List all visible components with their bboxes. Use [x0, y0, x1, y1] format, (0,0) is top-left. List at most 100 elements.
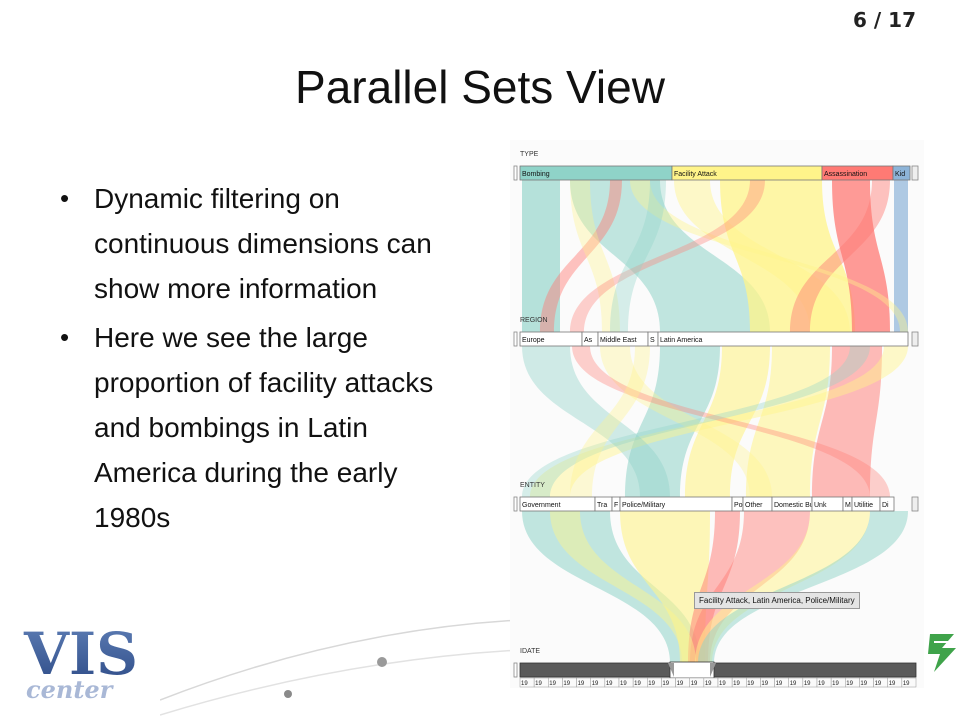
ribbon[interactable] [572, 346, 890, 497]
ribbon[interactable] [600, 346, 772, 497]
date-tick-label: 19 [846, 681, 853, 687]
date-tick-label: 19 [860, 681, 867, 687]
axis-end-handle[interactable] [911, 496, 919, 512]
date-tick-label: 19 [677, 681, 684, 687]
date-tick-box[interactable] [901, 677, 917, 688]
ribbon[interactable] [620, 511, 710, 663]
date-tick-label: 19 [549, 681, 556, 687]
category-label: Tra [597, 502, 607, 509]
ribbon[interactable] [698, 511, 908, 663]
bullet-list: • Dynamic filtering on continuous dimensi… [58, 176, 458, 544]
category-label: Utilitie [854, 502, 873, 509]
date-tick-label: 19 [648, 681, 655, 687]
axis-handle[interactable] [513, 662, 518, 678]
category-label: M [845, 502, 851, 509]
category-label: Domestic Bu [774, 502, 814, 509]
sphere-icon [377, 657, 387, 667]
date-tick-label: 19 [578, 681, 585, 687]
ribbon[interactable] [812, 346, 882, 497]
axis-handle[interactable] [513, 331, 518, 347]
date-tick-label: 19 [521, 681, 528, 687]
dimension-label-type: TYPE [520, 151, 539, 158]
category-label: Latin America [660, 337, 703, 344]
ribbon[interactable] [522, 511, 700, 663]
date-tick-label: 19 [818, 681, 825, 687]
axis-handle[interactable] [513, 165, 518, 181]
category-label: Kid [895, 171, 905, 178]
ribbon[interactable] [550, 511, 696, 663]
category-label: Government [522, 502, 561, 509]
bullet-item: • Here we see the large proportion of fac… [58, 315, 458, 540]
category-label: Europe [522, 337, 545, 344]
bullet-text: Dynamic filtering on continuous dimensio… [94, 183, 432, 304]
date-tick-label: 19 [662, 681, 669, 687]
category-label: S [650, 337, 655, 344]
ribbon[interactable] [570, 180, 765, 332]
date-tick-label: 19 [875, 681, 882, 687]
category-label: Other [745, 502, 763, 509]
bullet-dot: • [60, 322, 70, 352]
ribbon[interactable] [790, 180, 890, 332]
ribbon[interactable] [720, 180, 855, 332]
ribbon[interactable] [540, 180, 622, 332]
date-tick-label: 19 [761, 681, 768, 687]
ribbon[interactable] [530, 346, 908, 497]
ribbon[interactable] [685, 346, 770, 497]
logo-text: VIS [23, 620, 138, 688]
ribbon[interactable] [570, 346, 650, 497]
date-tick-label: 19 [606, 681, 613, 687]
ribbon[interactable] [746, 346, 830, 497]
bullet-dot: • [60, 183, 70, 213]
ribbons-layer[interactable] [522, 180, 908, 663]
date-tick-label: 19 [889, 681, 896, 687]
corner-logo-icon [928, 634, 956, 672]
dimension-label-entity: ENTITY [520, 482, 545, 489]
logo-subtext: center [26, 675, 115, 704]
sphere-icon [284, 690, 292, 698]
slide-title: Parallel Sets View [295, 61, 665, 113]
date-tick-label: 19 [634, 681, 641, 687]
category-label: Di [882, 502, 889, 509]
category-label: Middle East [600, 337, 637, 344]
ribbon[interactable] [570, 180, 770, 332]
category-label: Unk [814, 502, 827, 509]
date-tick-label: 19 [903, 681, 910, 687]
category-label: Po [734, 502, 743, 509]
ribbon[interactable] [832, 180, 890, 332]
category-bar[interactable] [879, 496, 895, 512]
bullet-text: Here we see the large proportion of faci… [94, 322, 434, 533]
category-label: Assassination [824, 171, 867, 178]
date-tick-label: 19 [705, 681, 712, 687]
date-tick-label: 19 [620, 681, 627, 687]
axis-end-handle[interactable] [911, 165, 919, 181]
ribbon[interactable] [695, 511, 870, 663]
date-tick-label: 19 [592, 681, 599, 687]
filter-handle-left[interactable] [668, 663, 674, 677]
ribbon[interactable] [625, 346, 720, 497]
ribbon[interactable] [688, 511, 740, 663]
axis-end-handle[interactable] [911, 331, 919, 347]
date-tick-label: 19 [733, 681, 740, 687]
ribbon[interactable] [522, 180, 560, 332]
date-tick-label: 19 [563, 681, 570, 687]
page-number: 6 / 17 [853, 8, 916, 32]
category-label: Bombing [522, 171, 550, 178]
bullet-item: • Dynamic filtering on continuous dimensi… [58, 176, 458, 311]
idate-axis[interactable]: 19 19 19 19 19 19 19 19 19 19 19 19 19 19 19 19 19 19 19 19… [513, 661, 917, 688]
ribbon[interactable] [630, 180, 908, 332]
idate-filter-window[interactable] [669, 661, 715, 679]
category-bar[interactable] [657, 331, 909, 347]
vis-center-logo: VIS center [23, 620, 138, 704]
ribbon[interactable] [570, 180, 620, 332]
idate-bar[interactable] [519, 662, 917, 678]
ribbon[interactable] [522, 346, 670, 497]
filter-handle-right[interactable] [710, 663, 716, 677]
ribbon[interactable] [522, 346, 870, 497]
ribbon[interactable] [894, 180, 908, 332]
category-bar[interactable] [892, 165, 911, 181]
ribbon[interactable] [610, 180, 666, 332]
axis-handle[interactable] [513, 496, 518, 512]
